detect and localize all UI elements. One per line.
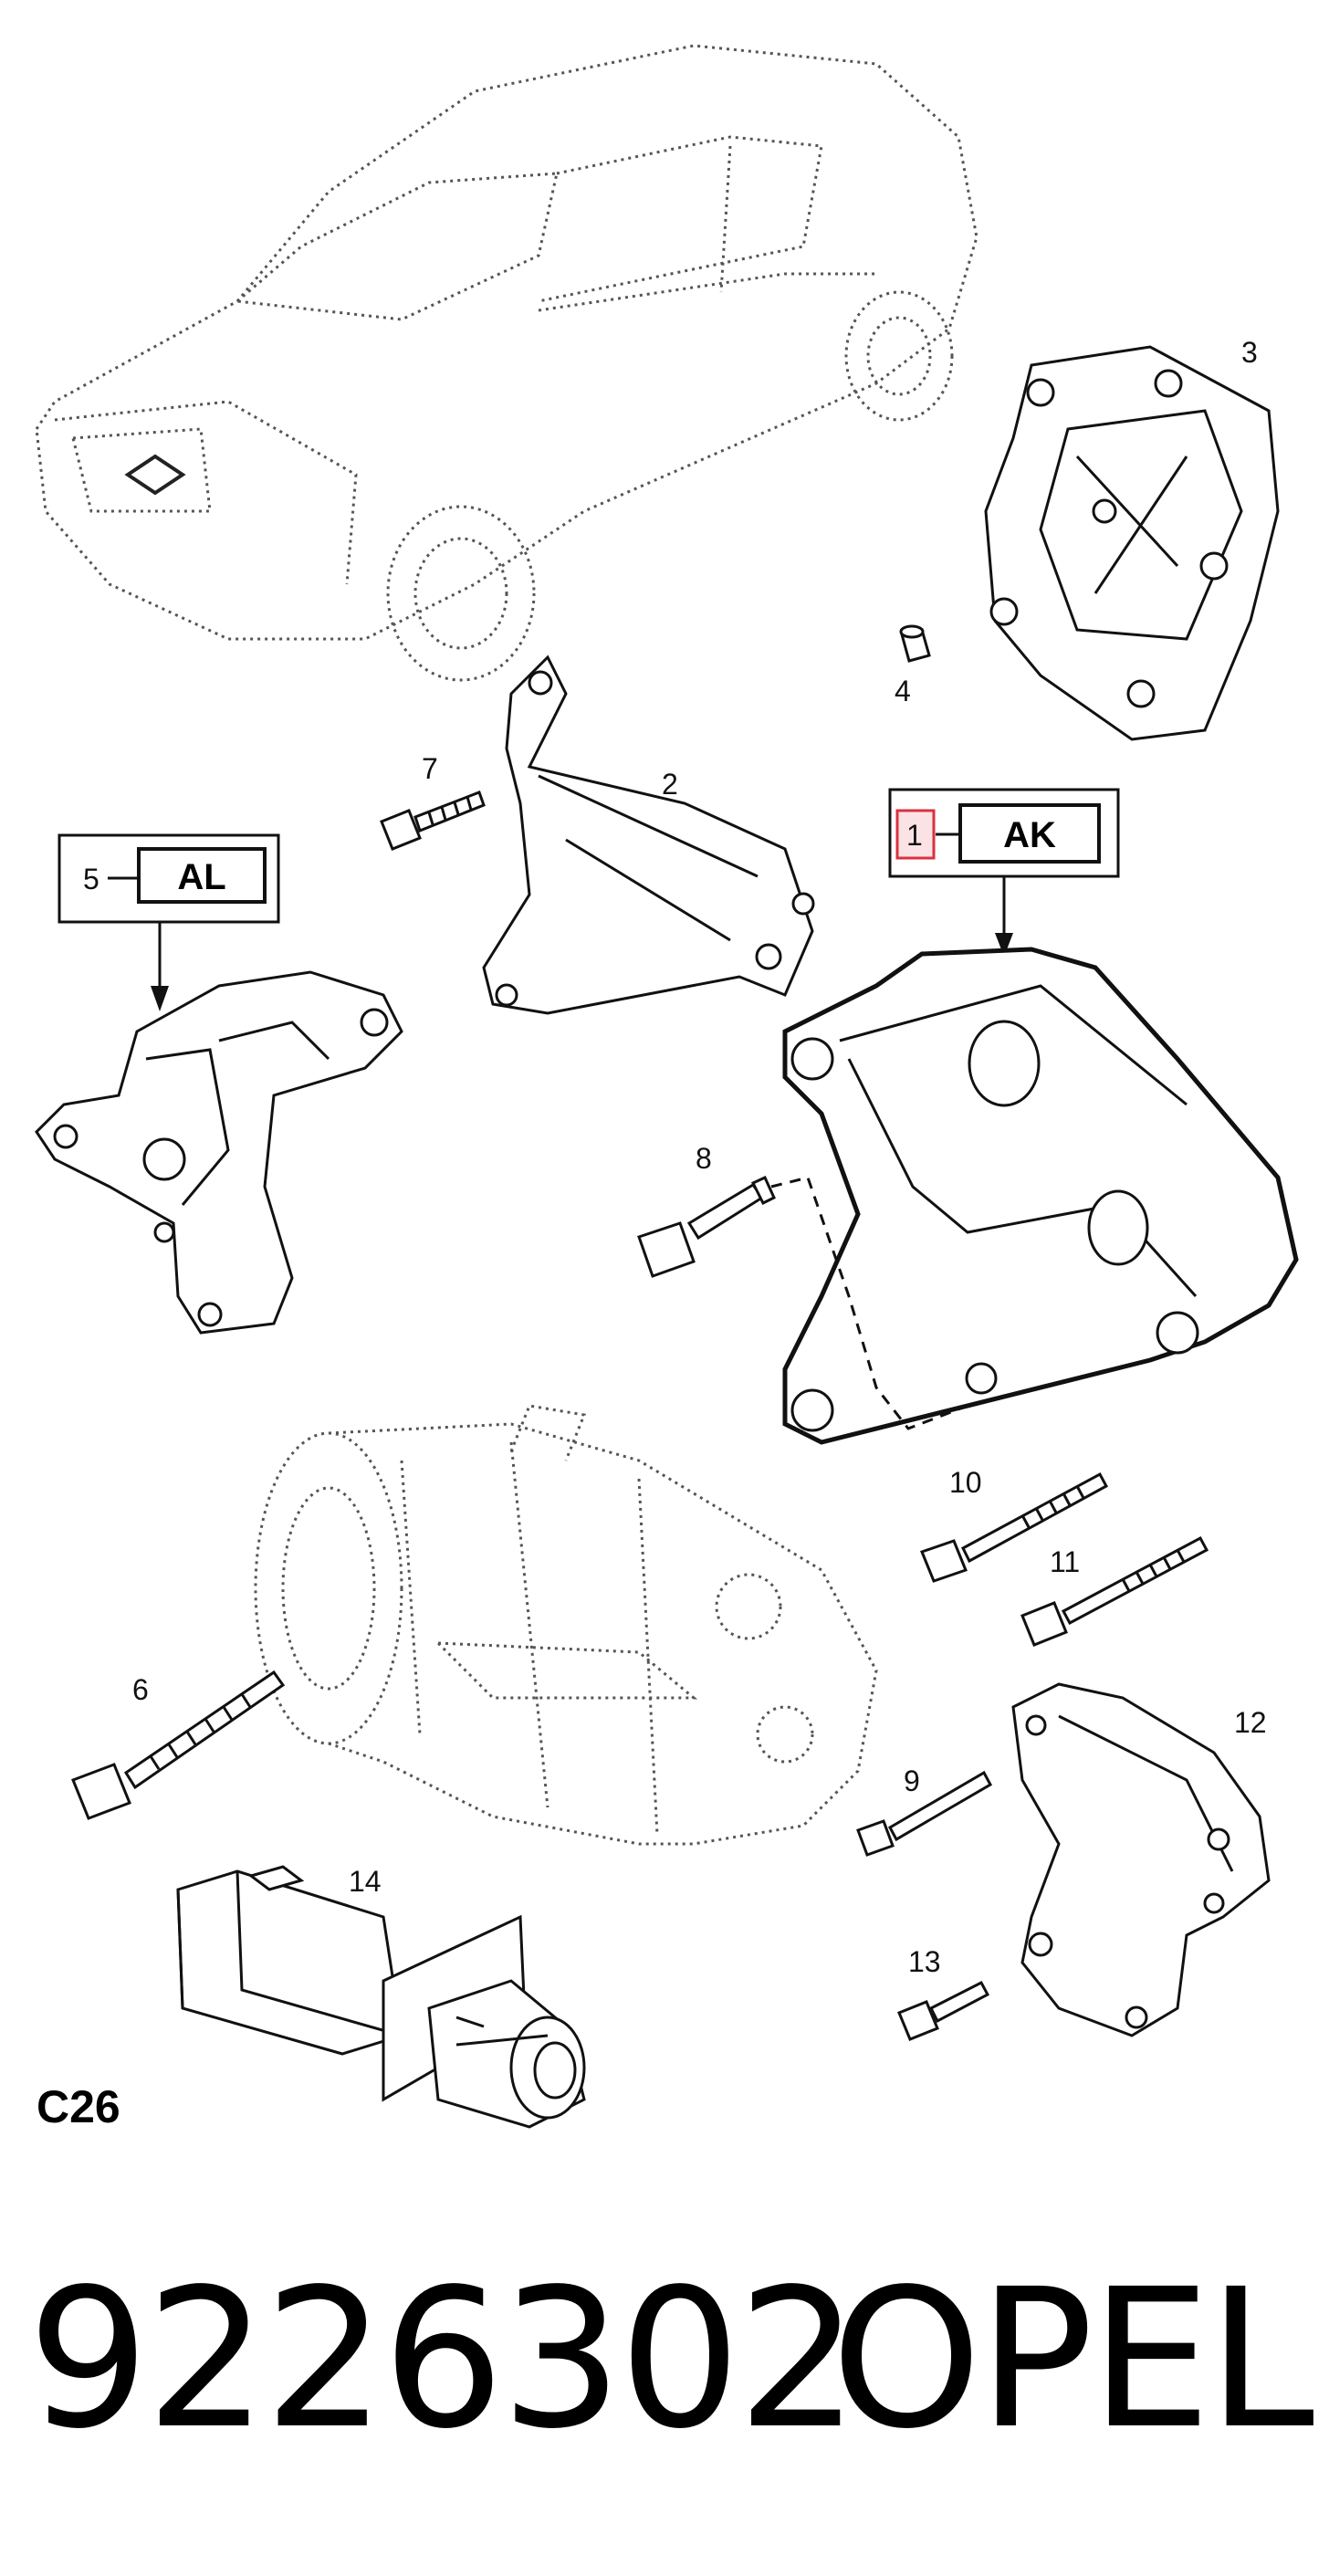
callout-5: 5 [83,863,99,895]
part-7-bolt [380,791,486,851]
label-al: AL [177,857,225,897]
part-12-bracket [1011,1682,1271,2037]
part-2-bracket [482,654,815,1015]
callout-14: 14 [349,1865,382,1898]
callout-11: 11 [1050,1545,1080,1578]
car-illustration [35,44,978,682]
callout-4: 4 [895,675,911,707]
callout-8: 8 [696,1142,712,1175]
part-1-bracket [782,947,1299,1445]
part-14-cartridge [176,1865,586,2129]
callout-2: 2 [662,768,678,801]
part-6-bolt [71,1670,286,1820]
part-3-bracket [984,345,1280,741]
part-11-bolt [1020,1535,1209,1647]
compressor-illustration [254,1404,878,1846]
callout-9: 9 [904,1764,920,1797]
label-ak: AK [1003,815,1056,855]
callout-1: 1 [906,819,923,852]
part-13-bolt [897,1980,990,2041]
callout-7: 7 [422,752,438,785]
part-4-sleeve [899,624,931,663]
label-box-5-al [58,833,280,1011]
callout-13: 13 [908,1945,941,1978]
callout-3: 3 [1241,336,1258,369]
part-number: 9226302 [27,2247,859,2471]
label-box-1-ak [888,788,1120,957]
part-8-bolt [637,1176,968,1430]
callout-10: 10 [949,1466,982,1499]
callout-6: 6 [132,1673,149,1706]
callout-12: 12 [1234,1706,1267,1739]
section-code: C26 [37,2081,120,2132]
part-9-bolt [856,1770,993,1857]
part-5-bracket [35,970,403,1335]
brand-name: OPEL [831,2247,1314,2471]
part-10-bolt [920,1471,1109,1583]
